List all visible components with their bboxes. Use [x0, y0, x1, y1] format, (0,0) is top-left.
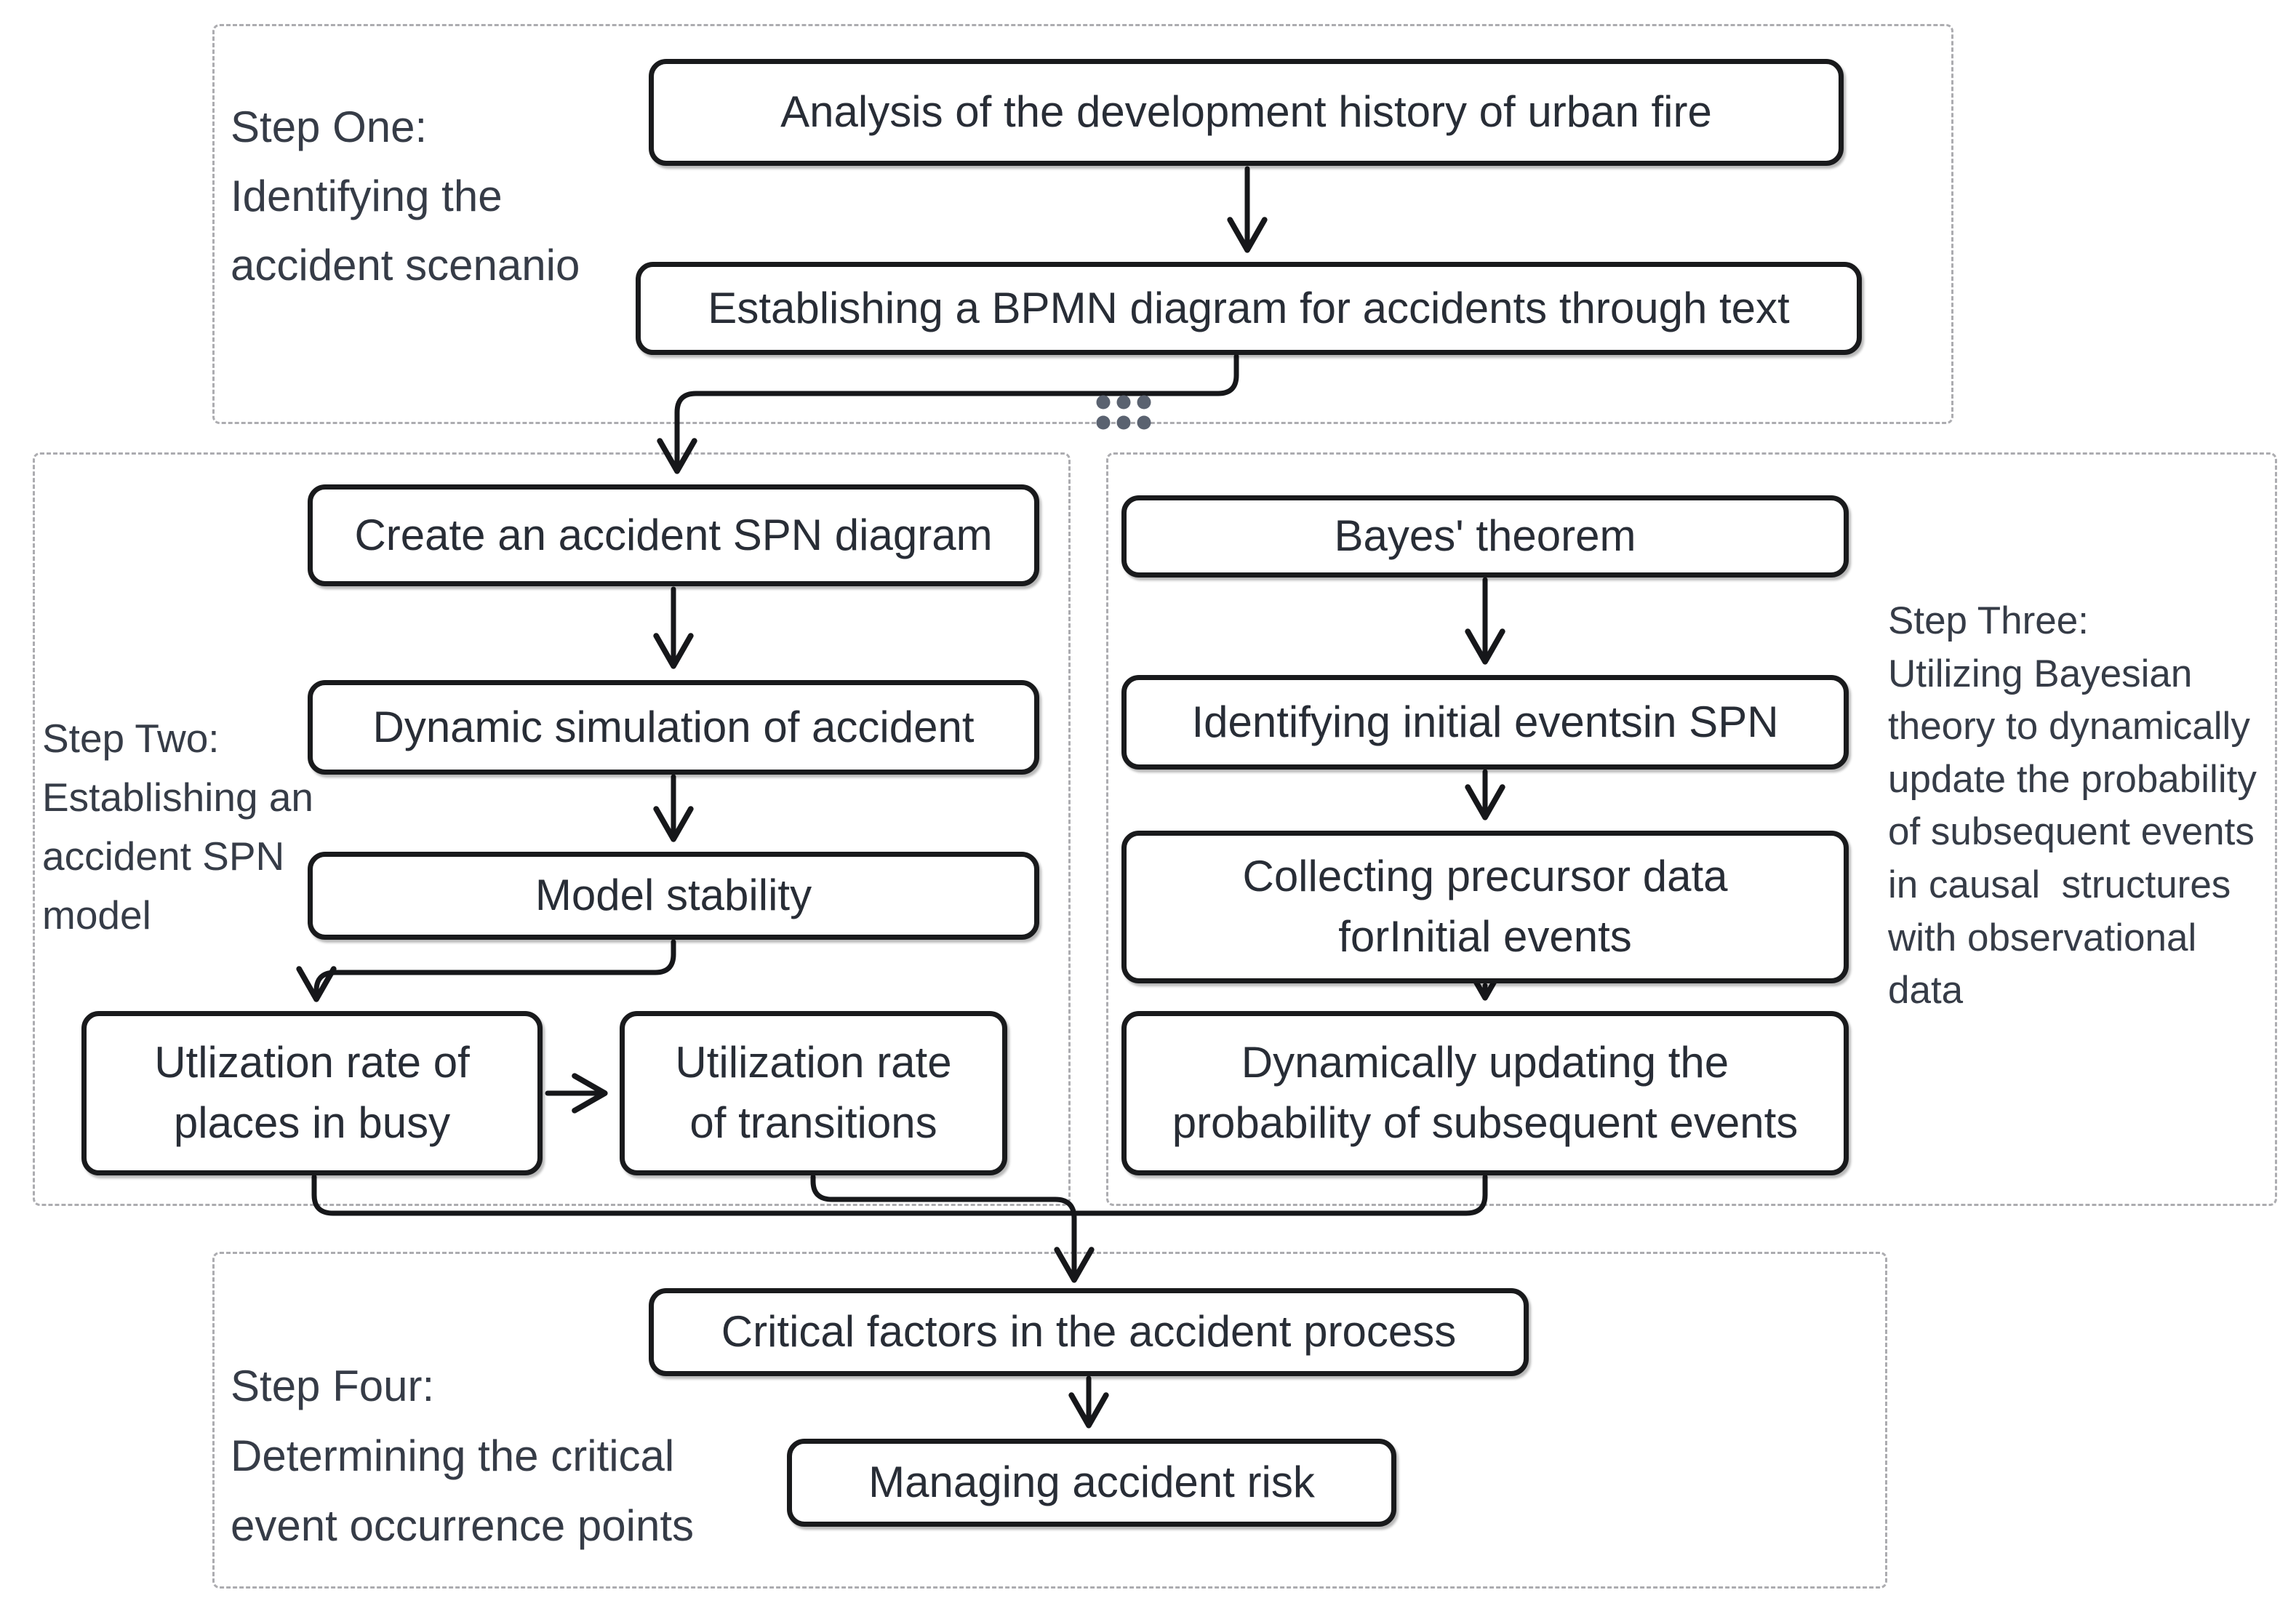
step-three-label: Step Three: Utilizing Bayesian theory to…: [1888, 599, 2257, 1012]
node-create-spn-diagram: Create an accident SPN diagram: [308, 484, 1039, 586]
node-bayes-theorem: Bayes' theorem: [1121, 495, 1849, 578]
node-model-stability: Model stability: [308, 852, 1039, 940]
node-analysis-urban-fire: Analysis of the development history of u…: [649, 59, 1844, 166]
node-managing-accident-risk: Managing accident risk: [787, 1439, 1396, 1527]
node-critical-factors: Critical factors in the accident process: [649, 1288, 1529, 1376]
step-three-group: [1106, 452, 2277, 1206]
step-one-label: Step One: Identifying the accident scena…: [231, 103, 580, 289]
node-utilization-transitions: Utilization rate of transitions: [620, 1011, 1007, 1175]
node-dynamic-simulation: Dynamic simulation of accident: [308, 680, 1039, 775]
node-bpmn-diagram: Establishing a BPMN diagram for accident…: [636, 262, 1862, 355]
node-dynamically-updating: Dynamically updating the probability of …: [1121, 1011, 1849, 1175]
step-two-label: Step Two: Establishing an accident SPN m…: [42, 716, 314, 938]
step-four-label: Step Four: Determining the critical even…: [231, 1362, 695, 1550]
node-collecting-precursor-data: Collecting precursor data forInitial eve…: [1121, 831, 1849, 983]
node-utilization-places: Utlization rate of places in busy: [81, 1011, 543, 1175]
node-identifying-initial-events: Identifying initial eventsin SPN: [1121, 675, 1849, 770]
